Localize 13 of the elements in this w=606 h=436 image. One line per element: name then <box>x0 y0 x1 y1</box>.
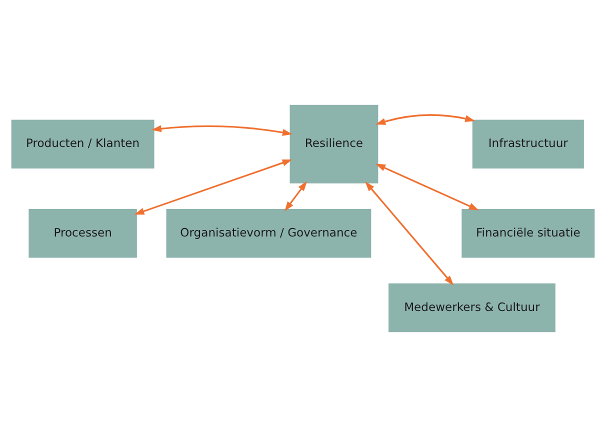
arrow <box>376 163 479 210</box>
arrow <box>365 180 454 285</box>
node-box: Infrastructuur <box>472 119 584 168</box>
node-box: Processen <box>28 208 137 258</box>
node-box: Resilience <box>290 104 378 183</box>
node-box: Financiële situatie <box>462 208 595 258</box>
arrow <box>284 180 308 211</box>
arrow <box>134 158 292 214</box>
node-box: Organisatievorm / Governance <box>166 208 372 258</box>
arrow <box>151 124 292 136</box>
node-box: Producten / Klanten <box>11 119 154 168</box>
node-box: Medewerkers & Cultuur <box>388 282 556 332</box>
arrow <box>376 114 476 124</box>
